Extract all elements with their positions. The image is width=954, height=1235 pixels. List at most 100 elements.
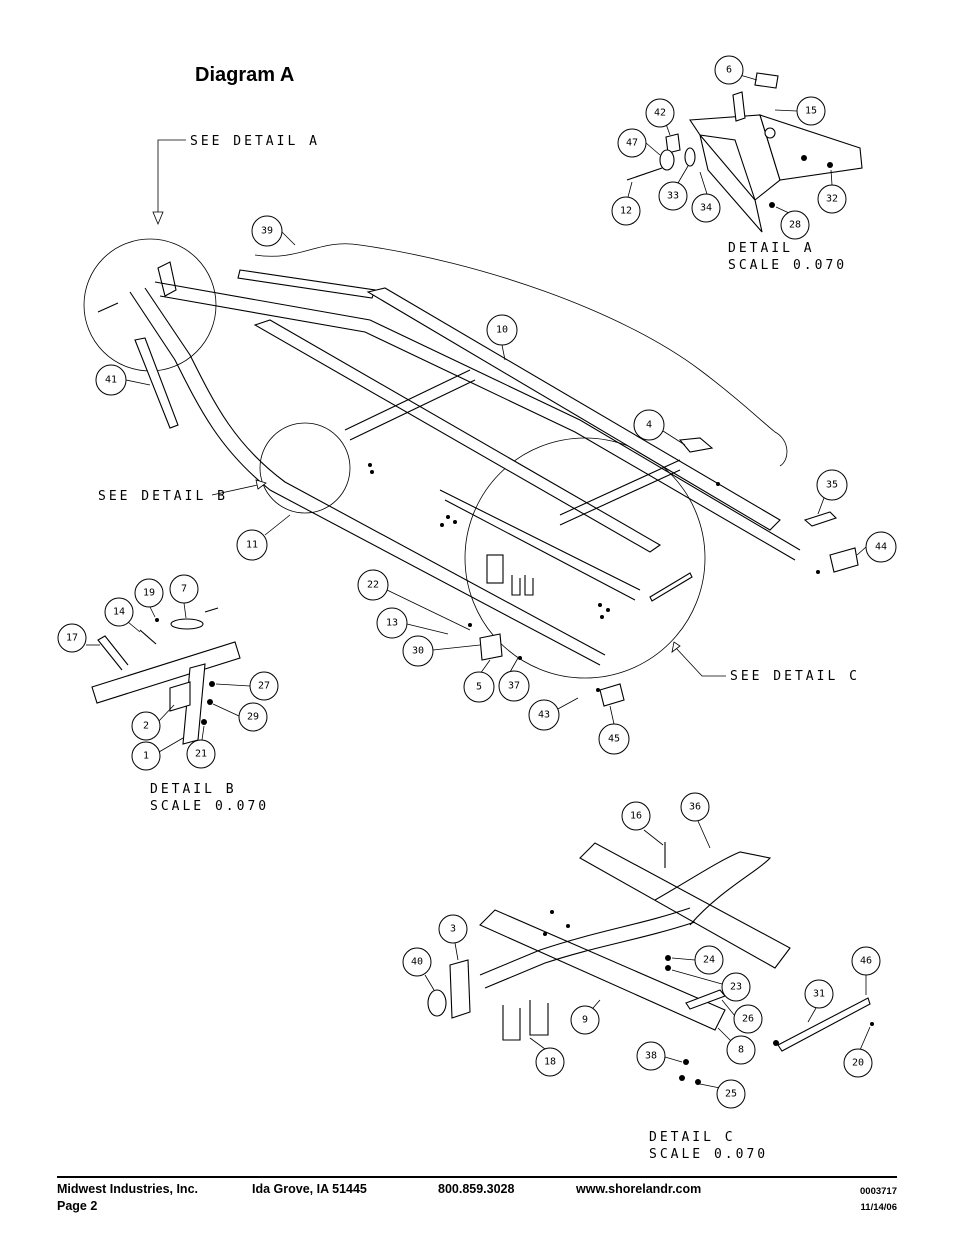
pin-19	[155, 618, 159, 622]
nut-c1	[550, 910, 554, 914]
bracket-3	[449, 959, 471, 1019]
footer-location: Ida Grove, IA 51445	[252, 1182, 367, 1196]
part-bubble: 14	[104, 597, 134, 627]
footer-doc-number: 0003717	[860, 1186, 897, 1197]
washer-24	[665, 955, 671, 961]
part-bubble: 27	[249, 671, 279, 701]
bunk-board-36	[579, 842, 791, 969]
svg-text:8: 8	[738, 1045, 744, 1056]
see-detail-c-arrowhead	[671, 641, 681, 653]
svg-text:15: 15	[805, 106, 817, 117]
part-bubble: 32	[817, 184, 847, 214]
part-bubble: 17	[57, 623, 87, 653]
board-upper-left	[237, 269, 376, 299]
svg-text:36: 36	[689, 802, 701, 813]
part-bubble: 36	[680, 792, 710, 822]
svg-text:35: 35	[826, 480, 838, 491]
hardware-dots	[368, 463, 820, 692]
part-bubble: 8	[726, 1035, 756, 1065]
svg-text:30: 30	[412, 646, 424, 657]
detail-c: 16 36 3 40 24 23 9 26 8 46 31 20 18 38 2…	[402, 792, 881, 1162]
see-detail-c-label: SEE DETAIL C	[730, 669, 860, 684]
tongue-beam	[759, 114, 863, 181]
svg-text:38: 38	[645, 1051, 657, 1062]
frame-rail-upper-inner	[159, 295, 796, 561]
part-bubble: 10	[486, 314, 518, 346]
washer-47	[659, 149, 675, 171]
page-title: Diagram A	[195, 64, 295, 86]
svg-text:37: 37	[508, 681, 520, 692]
part-bubble: 23	[721, 972, 751, 1002]
svg-text:32: 32	[826, 194, 838, 205]
svg-text:19: 19	[143, 588, 155, 599]
part-bubble: 46	[851, 946, 881, 976]
bunk-carpet-outline	[254, 243, 788, 467]
cross-member-front	[344, 369, 476, 441]
see-detail-c-leader	[675, 647, 726, 677]
part-bubble: 24	[694, 945, 724, 975]
part-bubble: 25	[716, 1079, 746, 1109]
part-bubble: 35	[816, 469, 848, 501]
winch-stand-leg	[699, 134, 763, 233]
cross-member-mid	[439, 489, 641, 601]
bolt-12	[626, 167, 663, 181]
part-bubble: 30	[402, 635, 434, 667]
bunk-roller-tube	[654, 851, 772, 926]
screw-31	[773, 1040, 779, 1046]
footer-page-number: Page 2	[57, 1199, 98, 1213]
nut-32	[827, 162, 833, 168]
bolt-7b	[204, 607, 219, 613]
svg-text:47: 47	[626, 138, 638, 149]
see-detail-b-leader	[211, 483, 263, 496]
part-bubble: 6	[714, 55, 744, 85]
svg-text:4: 4	[646, 420, 652, 431]
part-bubble: 19	[134, 578, 164, 608]
roller-33	[684, 147, 696, 167]
part-bubble: 12	[611, 196, 641, 226]
svg-text:17: 17	[66, 633, 78, 644]
svg-text:41: 41	[105, 375, 117, 386]
callout-see-detail-c: SEE DETAIL C	[671, 641, 860, 684]
svg-text:29: 29	[247, 712, 259, 723]
part-bubble: 38	[636, 1041, 666, 1071]
svg-text:7: 7	[181, 584, 187, 595]
detail-b-scale: SCALE 0.070	[150, 799, 269, 814]
svg-text:21: 21	[195, 749, 207, 760]
roller-7	[170, 618, 204, 630]
part-bubble: 4	[633, 409, 665, 441]
detail-a: 6 15 42 47 33 34 12 28 32 DETAIL A SCALE…	[611, 55, 863, 273]
svg-text:14: 14	[113, 607, 125, 618]
footer-date: 11/14/06	[860, 1202, 897, 1213]
svg-text:9: 9	[582, 1015, 588, 1026]
u-bolt-18	[502, 1000, 549, 1041]
svg-text:25: 25	[725, 1089, 737, 1100]
footer-phone: 800.859.3028	[438, 1182, 515, 1196]
detail-b-label: DETAIL B	[150, 782, 237, 797]
svg-text:26: 26	[742, 1014, 754, 1025]
winch-strap-handle-6	[754, 72, 779, 89]
winch-post	[157, 261, 177, 297]
frame-rail-section	[91, 641, 241, 704]
footer-company: Midwest Industries, Inc.	[57, 1182, 198, 1196]
bracket-3-main	[486, 554, 504, 584]
part-bubble: 40	[402, 947, 432, 977]
part-bubble: 45	[598, 723, 630, 755]
part-bubble: 41	[95, 364, 127, 396]
nut-25a	[679, 1075, 685, 1081]
part-bubble: 3	[438, 914, 468, 944]
screw-20	[870, 1022, 874, 1026]
svg-text:23: 23	[730, 982, 742, 993]
part-bubble: 20	[843, 1048, 873, 1078]
part-bubble: 18	[535, 1047, 565, 1077]
nut-detail-a-1	[801, 155, 807, 161]
see-detail-a-leader	[157, 139, 186, 220]
svg-text:24: 24	[703, 955, 715, 966]
nut-28	[769, 202, 775, 208]
see-detail-a-label: SEE DETAIL A	[190, 134, 320, 149]
detail-a-label: DETAIL A	[728, 241, 815, 256]
see-detail-b-label: SEE DETAIL B	[98, 489, 228, 504]
reflector-35	[803, 511, 838, 527]
nut-27	[209, 681, 215, 687]
bracket-5	[479, 633, 503, 661]
svg-text:12: 12	[620, 206, 632, 217]
